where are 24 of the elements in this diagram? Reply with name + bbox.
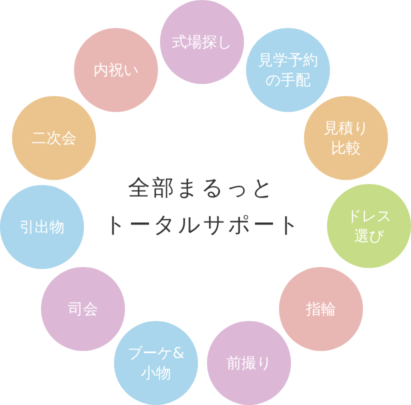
topic-label: 前撮り xyxy=(226,352,272,374)
topic-circle xyxy=(327,184,411,268)
tagline-text: トータルサポート xyxy=(103,212,302,240)
topic-circle xyxy=(207,321,291,405)
topic-circle xyxy=(304,96,388,180)
topic-circle xyxy=(160,0,244,84)
topic-label: 見学予約の手配 xyxy=(257,50,319,90)
topic-circle xyxy=(0,185,84,269)
topic-label: ブーケ&小物 xyxy=(128,342,184,384)
topic-label: 引出物 xyxy=(20,216,64,238)
topic-label: ドレス選び xyxy=(346,206,392,246)
topic-label: 内祝い xyxy=(94,60,138,80)
tagline-text: 全部まるっと xyxy=(127,176,276,202)
topic-label: 司会 xyxy=(68,298,98,320)
topic-circle xyxy=(246,28,330,112)
topic-circle xyxy=(41,267,125,351)
topic-circle xyxy=(12,96,96,180)
topic-label: 式場探し xyxy=(172,32,232,52)
topic-circle xyxy=(74,28,158,112)
topic-label: 指輪 xyxy=(306,298,336,320)
topic-label: 二次会 xyxy=(32,128,76,148)
topic-circle xyxy=(114,321,198,405)
topic-label: 見積り比較 xyxy=(322,118,370,158)
topic-circle xyxy=(279,267,363,351)
